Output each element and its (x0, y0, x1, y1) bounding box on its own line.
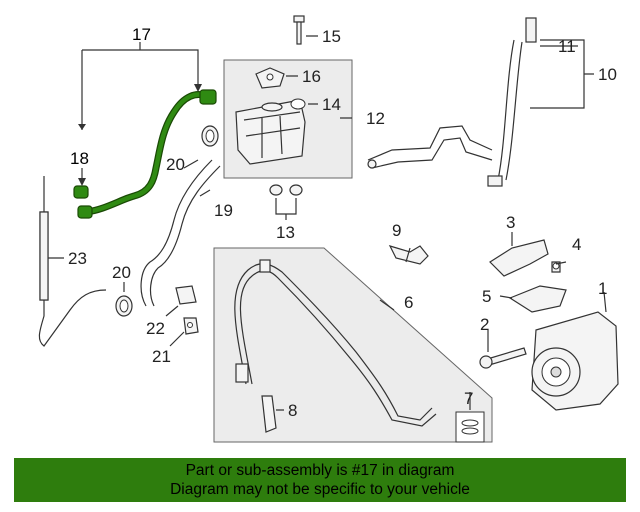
bracket-9-part[interactable] (388, 245, 429, 265)
leader-17-arrows (78, 84, 202, 130)
callout-7: 7 (464, 389, 473, 408)
clamp-20-upper-part[interactable] (201, 125, 219, 147)
bolt-4-part[interactable] (551, 261, 561, 273)
seal-ring-part[interactable] (290, 98, 306, 110)
orings-7-part[interactable] (455, 411, 485, 443)
pipe-23-part[interactable] (38, 176, 107, 347)
bracket-21-part[interactable] (183, 317, 199, 335)
cap-part[interactable] (255, 67, 285, 89)
pressure-hose-17-part[interactable] (77, 89, 217, 219)
callout-18: 18 (70, 149, 89, 168)
fitting-18-part[interactable] (73, 185, 89, 199)
shield-5-part[interactable] (508, 285, 567, 313)
bolt-2-part[interactable] (479, 347, 527, 369)
hose-kit-6-part[interactable] (234, 259, 437, 427)
leader-18-arrow (78, 178, 86, 186)
fitting-8-part[interactable] (261, 395, 277, 433)
reservoir-part[interactable] (235, 99, 306, 165)
shield-3-part[interactable] (489, 239, 549, 277)
callout-22: 22 (146, 319, 165, 338)
callout-21: 21 (152, 347, 171, 366)
callout-3: 3 (506, 213, 515, 232)
leader-13 (275, 198, 297, 220)
callout-9: 9 (392, 221, 401, 240)
callout-5: 5 (482, 287, 491, 306)
pump-1-part[interactable] (531, 311, 619, 411)
hose-10-part[interactable] (367, 17, 537, 187)
callout-14: 14 (322, 95, 341, 114)
clip-22-part[interactable] (175, 285, 197, 305)
callout-12: 12 (366, 109, 385, 128)
info-banner: Part or sub-assembly is #17 in diagram D… (14, 458, 626, 502)
callout-13: 13 (276, 223, 295, 242)
parts-diagram: 17 18 15 16 14 12 13 11 10 20 19 23 20 2… (38, 15, 619, 443)
leader-17 (81, 42, 199, 130)
callout-16: 16 (302, 67, 321, 86)
leader-lines (48, 35, 607, 411)
leader-10 (530, 39, 594, 109)
callout-8: 8 (288, 401, 297, 420)
grommets-part[interactable] (269, 184, 303, 196)
callout-15: 15 (322, 27, 341, 46)
callout-20-lower: 20 (112, 263, 131, 282)
callout-10: 10 (598, 65, 617, 84)
callout-2: 2 (480, 315, 489, 334)
banner-line-2: Diagram may not be specific to your vehi… (170, 481, 470, 498)
bolt-15-part[interactable] (293, 15, 305, 45)
callout-17: 17 (132, 25, 151, 44)
banner-line-1: Part or sub-assembly is #17 in diagram (185, 462, 455, 479)
return-hose-19-part[interactable] (140, 159, 221, 307)
callout-11: 11 (558, 37, 576, 56)
clamp-20-lower-part[interactable] (115, 295, 133, 317)
callout-1: 1 (598, 279, 607, 298)
callout-23: 23 (68, 249, 87, 268)
callout-20-upper: 20 (166, 155, 185, 174)
callout-6: 6 (404, 293, 413, 312)
callout-4: 4 (572, 235, 581, 254)
hose-kit-panel (213, 247, 493, 443)
callout-19: 19 (214, 201, 233, 220)
